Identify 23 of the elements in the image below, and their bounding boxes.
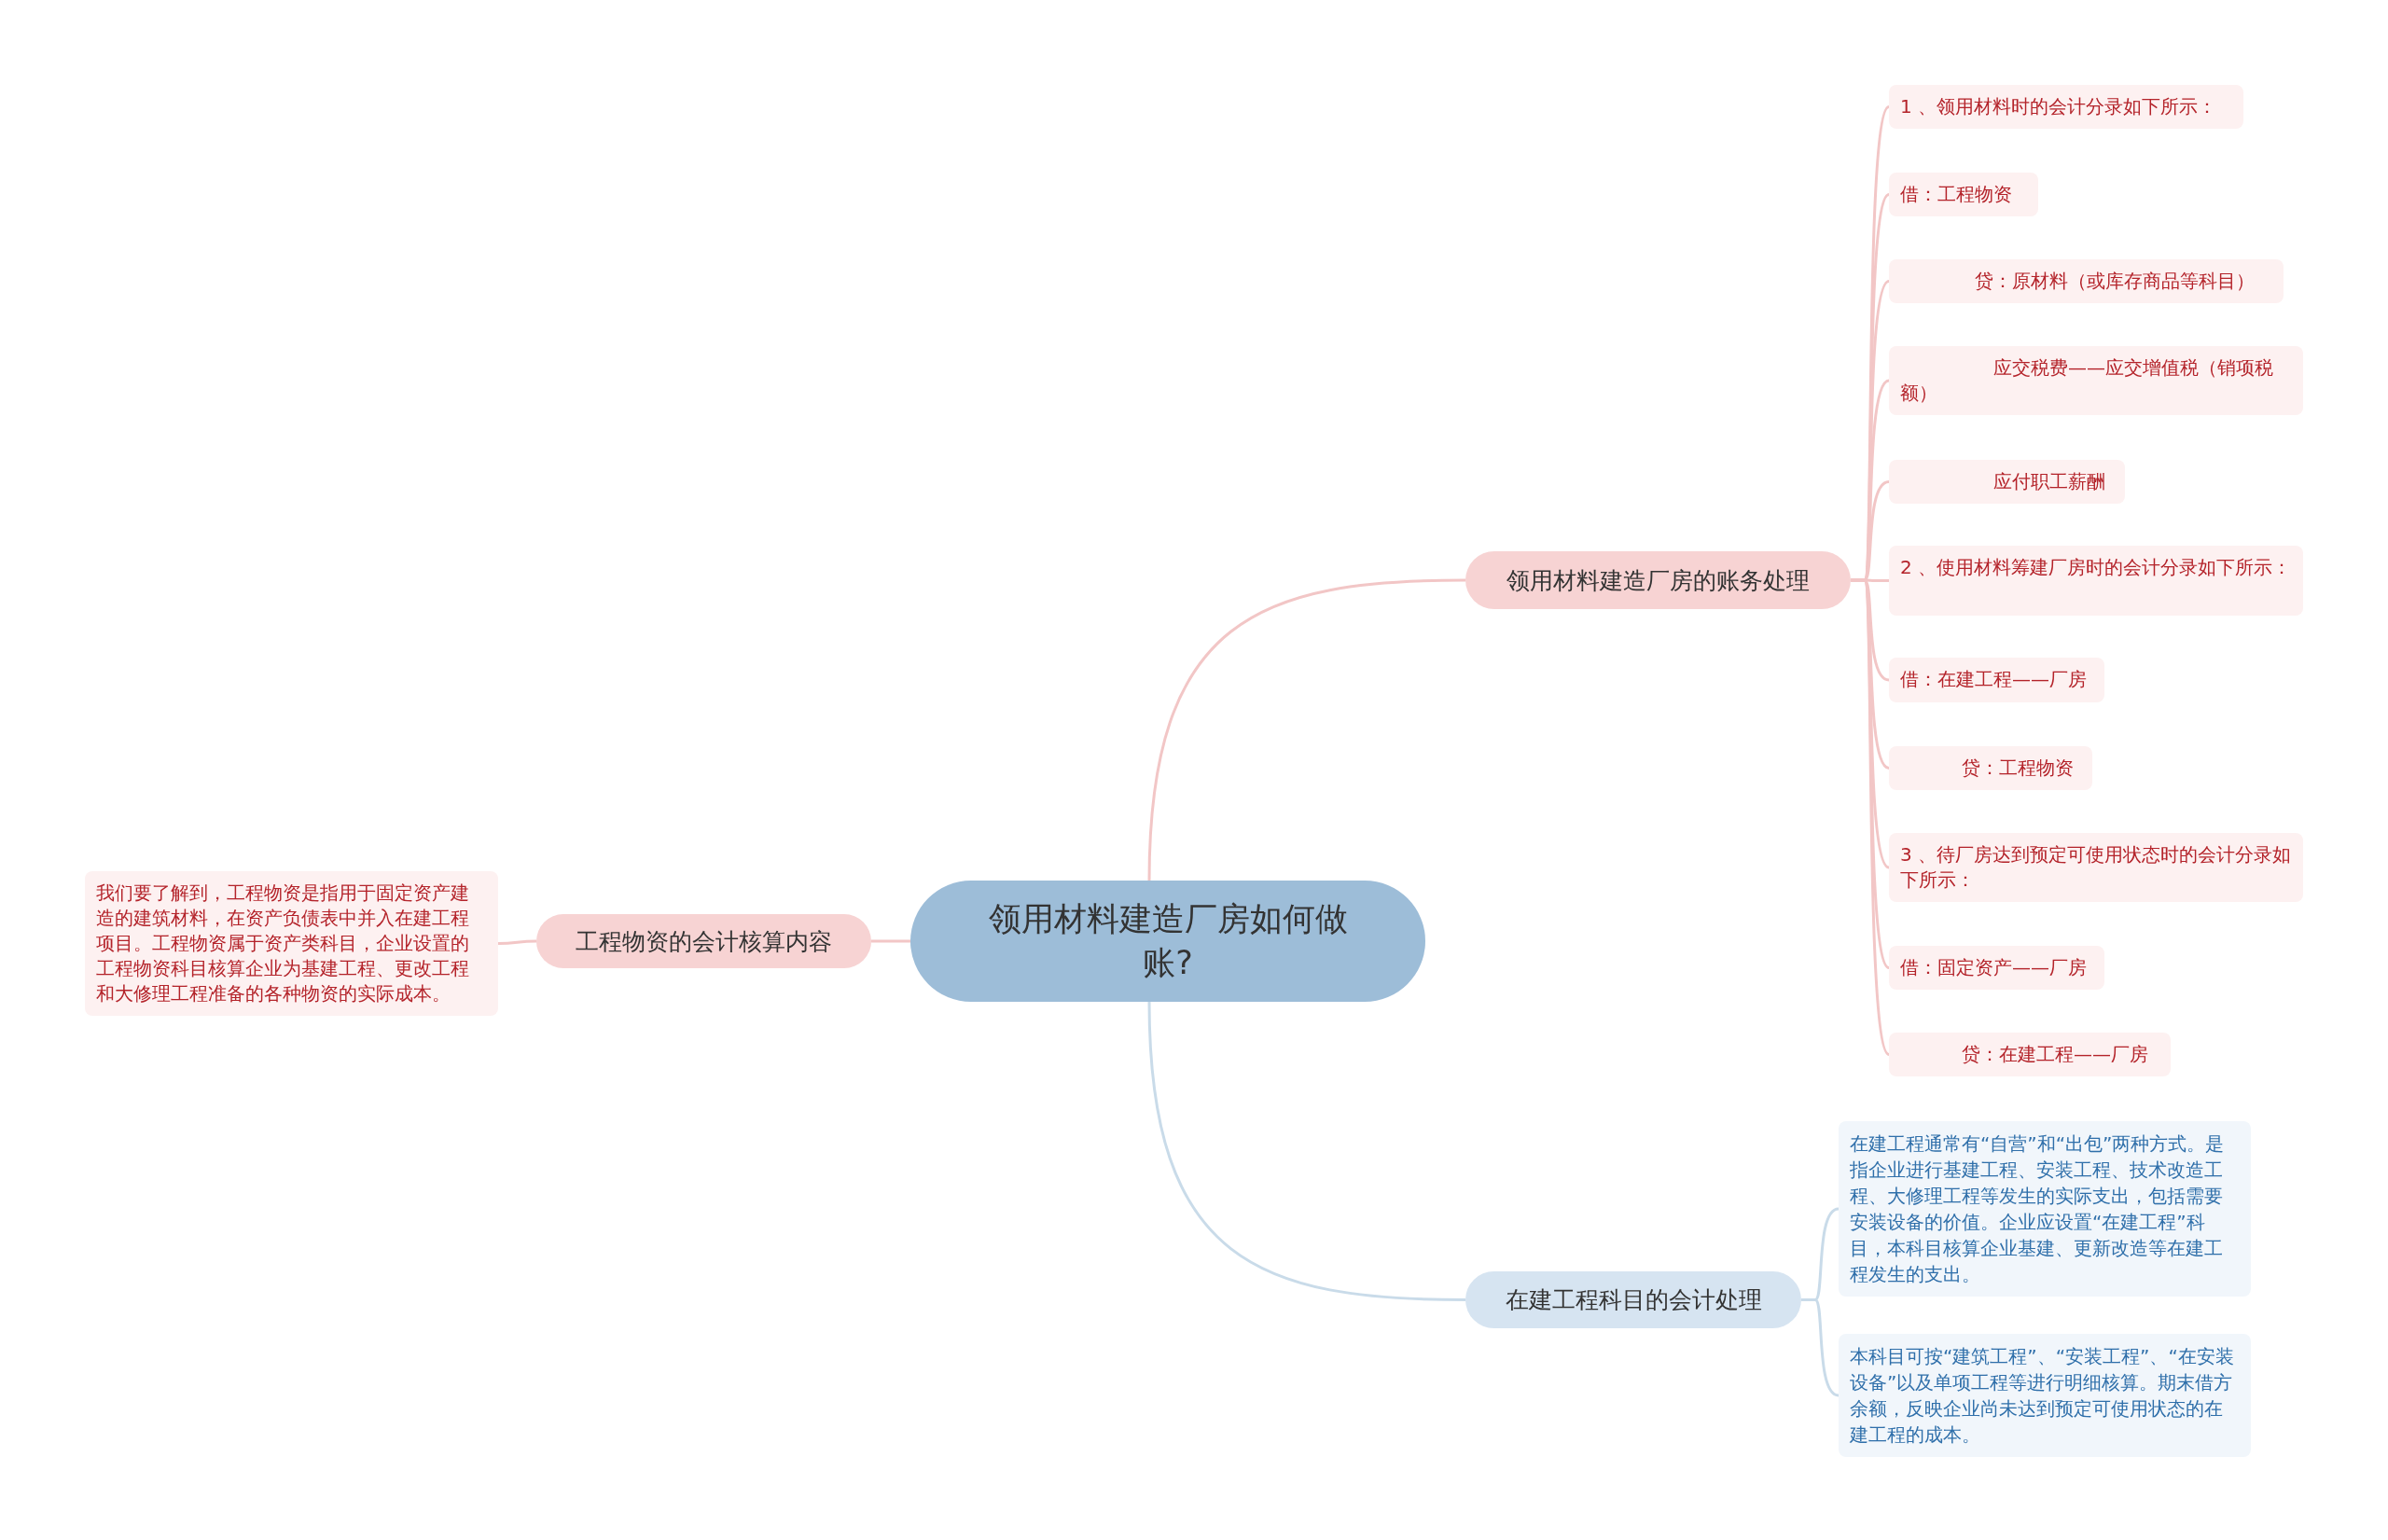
entry-box: 借：固定资产——厂房 bbox=[1889, 946, 2104, 990]
topic-box: 工程物资的会计核算内容 bbox=[536, 914, 871, 968]
topic-box: 在建工程科目的会计处理 bbox=[1465, 1271, 1801, 1328]
entry-box: 借：工程物资 bbox=[1889, 173, 2038, 216]
note-box: 在建工程通常有“自营”和“出包”两种方式。是指企业进行基建工程、安装工程、技术改造工程、大修理工程等发生的实际支出，包括需要安装设备的价值。企业应设置“在建工程”科目，本科目核算企业基建、更新改造等在建工程发生的支出。 bbox=[1839, 1121, 2251, 1297]
entry-box: 借：在建工程——厂房 bbox=[1889, 658, 2104, 702]
connector-line bbox=[1147, 578, 1466, 881]
connector-line bbox=[1147, 1001, 1466, 1301]
connector-line bbox=[871, 939, 910, 943]
connector-line bbox=[498, 939, 536, 945]
topic-box: 领用材料建造厂房的账务处理 bbox=[1465, 551, 1851, 609]
entry-box: 贷：在建工程——厂房 bbox=[1889, 1033, 2171, 1076]
note-box: 我们要了解到，工程物资是指用于固定资产建造的建筑材料，在资产负债表中并入在建工程项目。工程物资属于资产类科目，企业设置的工程物资科目核算企业为基建工程、更改工程和大修理工程准备的各种物资的实际成本。 bbox=[85, 871, 498, 1016]
entry-box: 贷：原材料（或库存商品等科目） bbox=[1889, 259, 2284, 303]
entry-box: 应交税费——应交增值税（销项税额） bbox=[1889, 346, 2303, 415]
connector-line bbox=[1801, 1298, 1840, 1397]
note-box: 本科目可按“建筑工程”、“安装工程”、“在安装设备”以及单项工程等进行明细核算。期末借方余额，反映企业尚未达到预定可使用状态的在建工程的成本。 bbox=[1839, 1334, 2251, 1457]
entry-box: 应付职工薪酬 bbox=[1889, 460, 2125, 504]
central-topic-box: 领用材料建造厂房如何做账? bbox=[910, 881, 1425, 1002]
entry-box: 贷：工程物资 bbox=[1889, 746, 2092, 790]
entry-box: 3 、待厂房达到预定可使用状态时的会计分录如下所示： bbox=[1889, 833, 2303, 902]
entry-box: 1 、领用材料时的会计分录如下所示： bbox=[1889, 85, 2243, 129]
entry-box: 2 、使用材料筹建厂房时的会计分录如下所示： bbox=[1889, 546, 2303, 616]
